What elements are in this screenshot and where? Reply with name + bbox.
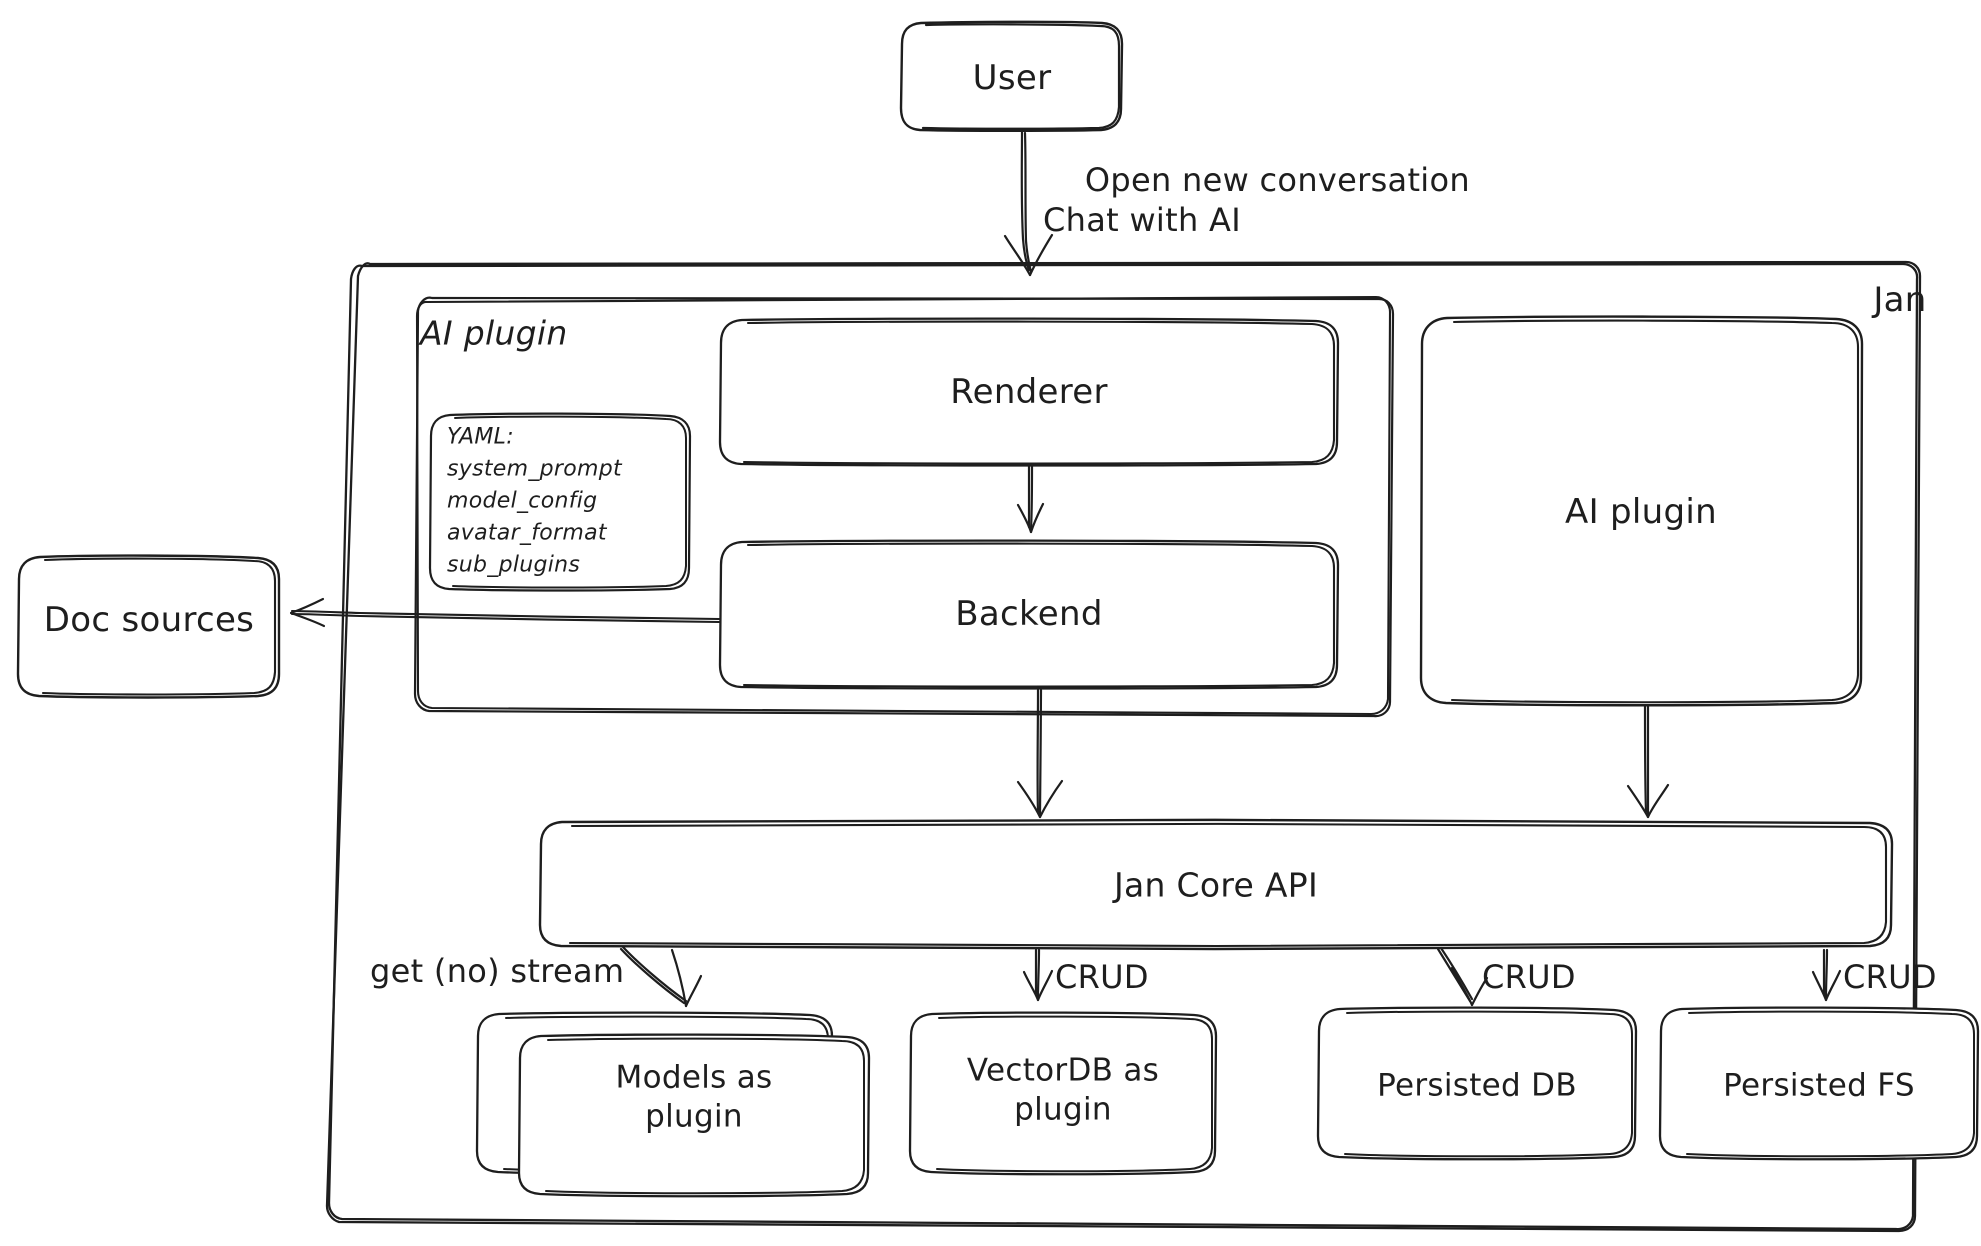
edge-core-to-persisted-fs [1811,948,1842,1002]
node-backend-shape [718,539,1340,690]
node-jan-core-api-shape [538,818,1894,951]
edge-backend-to-core [1016,688,1064,819]
node-persisted-fs-shape [1658,1006,1980,1161]
node-persisted-db-shape [1316,1006,1638,1161]
edge-backend-to-doc-sources [289,597,721,628]
edge-core-to-models [619,945,703,1008]
container-jan [325,260,1922,1233]
node-doc-sources-shape [16,554,281,699]
node-renderer-shape [718,317,1340,467]
node-yaml-note-shape [428,412,692,592]
edge-core-to-vectordb [1022,948,1054,1002]
edge-user-to-renderer [1003,129,1054,277]
node-models-as-plugin-shape [517,1033,871,1198]
node-user-shape [899,20,1124,132]
edge-core-to-persisted-db [1436,946,1489,1007]
edge-ai-plugin-to-core [1626,704,1670,819]
node-vectordb-as-plugin-shape [908,1011,1218,1176]
edge-renderer-to-backend [1016,464,1045,534]
node-ai-plugin-right-shape [1419,315,1864,707]
container-ai-plugin-group [413,295,1395,718]
